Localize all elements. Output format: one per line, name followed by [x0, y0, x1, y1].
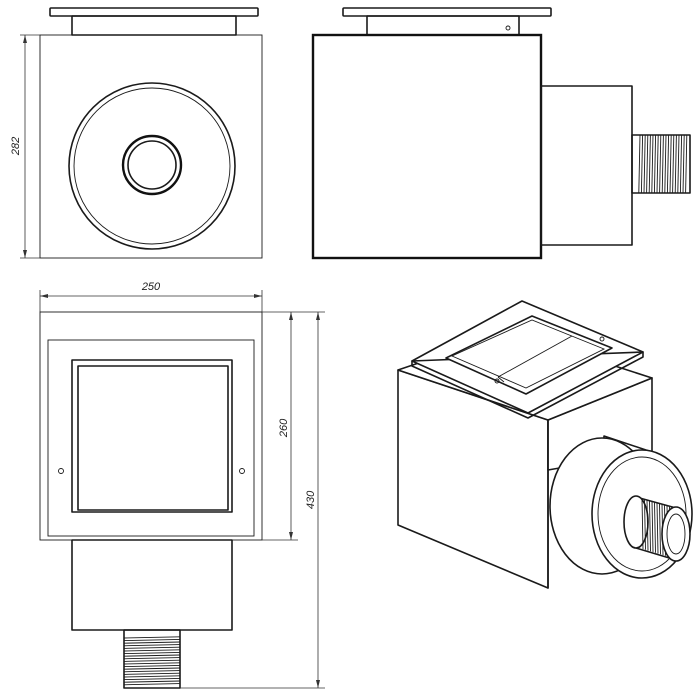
front-view: 282 [10, 7, 263, 259]
thread-line [123, 644, 181, 647]
side-body [311, 33, 543, 260]
thread-line [656, 502, 659, 554]
side-outlet-threads [638, 134, 688, 194]
front-outer-ring-inner [73, 87, 231, 245]
side-lid-hole [505, 25, 511, 31]
thread-line [123, 657, 181, 660]
thread-line [123, 636, 181, 639]
thread-line [123, 680, 181, 683]
thread-line [643, 134, 646, 194]
isometric-view [397, 300, 693, 589]
thread-line [651, 501, 654, 553]
front-pipe-outer [121, 134, 183, 196]
thread-line [123, 675, 181, 678]
thread-line [648, 134, 651, 194]
dim-label-top-depth-total: 430 [305, 490, 317, 509]
thread-line [123, 672, 181, 675]
top-outlet-threads [123, 636, 181, 686]
thread-line [638, 134, 641, 194]
thread-line [640, 134, 644, 194]
top-threaded-outlet [123, 629, 181, 689]
thread-line [123, 667, 181, 670]
thread-line [123, 683, 181, 686]
thread-line [649, 500, 651, 552]
top-screw-hole-right [239, 468, 245, 474]
front-pipe-inner [127, 140, 177, 190]
thread-line [644, 499, 646, 550]
front-lid-neck [71, 15, 237, 36]
top-view: 250 260 430 [39, 281, 325, 689]
thread-line [651, 134, 654, 194]
side-lid-plate [342, 7, 552, 17]
side-view [311, 7, 691, 260]
thread-line [664, 134, 667, 194]
side-lid-neck [366, 15, 520, 36]
thread-line [123, 659, 181, 662]
thread-line [679, 134, 683, 194]
thread-line [123, 677, 181, 681]
thread-line [123, 664, 181, 668]
thread-line [666, 134, 670, 194]
thread-line [672, 134, 675, 194]
top-pipe-housing [71, 539, 233, 631]
thread-line [685, 134, 688, 194]
front-lid-plate [49, 7, 259, 17]
iso-lid-hole-a [494, 378, 500, 384]
iso-nipple-bore [666, 513, 686, 555]
thread-line [123, 670, 181, 673]
thread-line [682, 134, 685, 194]
dim-label-top-width: 250 [141, 281, 161, 293]
front-body [39, 34, 263, 259]
thread-line [654, 502, 656, 553]
thread-line [123, 654, 181, 657]
thread-line [661, 134, 664, 194]
thread-line [123, 662, 181, 665]
front-outer-ring [68, 82, 236, 250]
thread-line [656, 134, 659, 194]
thread-line [123, 641, 181, 644]
thread-line [123, 638, 181, 642]
thread-line [659, 134, 662, 194]
iso-lid-hole-b [599, 336, 605, 342]
thread-line [677, 134, 680, 194]
thread-line [674, 134, 677, 194]
top-opening [77, 365, 229, 511]
thread-line [123, 646, 181, 649]
top-lid-flange [47, 339, 255, 537]
top-lid-frame [71, 359, 233, 513]
thread-line [641, 498, 644, 550]
top-screw-hole-left [58, 468, 64, 474]
thread-line [123, 649, 181, 652]
side-pipe-collar [540, 85, 633, 246]
thread-line [646, 500, 649, 551]
iso-nipple-end [661, 506, 691, 562]
thread-line [123, 651, 181, 655]
dim-label-front-height: 282 [10, 137, 22, 156]
thread-line [653, 134, 657, 194]
side-threaded-outlet [631, 134, 691, 194]
thread-line [669, 134, 672, 194]
thread-line [646, 134, 649, 194]
dim-label-top-depth-inner: 260 [278, 418, 290, 438]
thread-line [659, 503, 661, 555]
